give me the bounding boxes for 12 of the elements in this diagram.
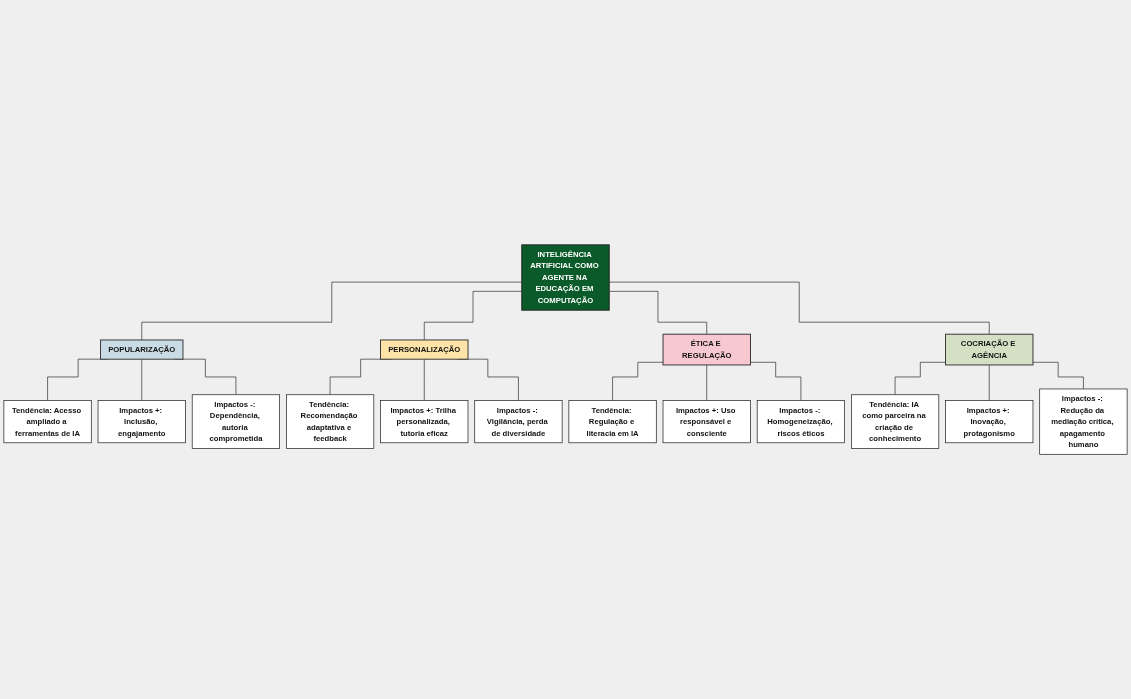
connector bbox=[608, 290, 708, 335]
connector bbox=[141, 358, 143, 401]
connector bbox=[894, 361, 946, 396]
connector bbox=[988, 364, 990, 401]
connector bbox=[423, 358, 425, 401]
connector bbox=[750, 361, 802, 401]
connector bbox=[1032, 361, 1084, 390]
connector bbox=[141, 281, 523, 341]
connector bbox=[423, 290, 523, 341]
connector bbox=[612, 361, 664, 401]
connector bbox=[706, 364, 708, 401]
connector bbox=[608, 281, 990, 335]
